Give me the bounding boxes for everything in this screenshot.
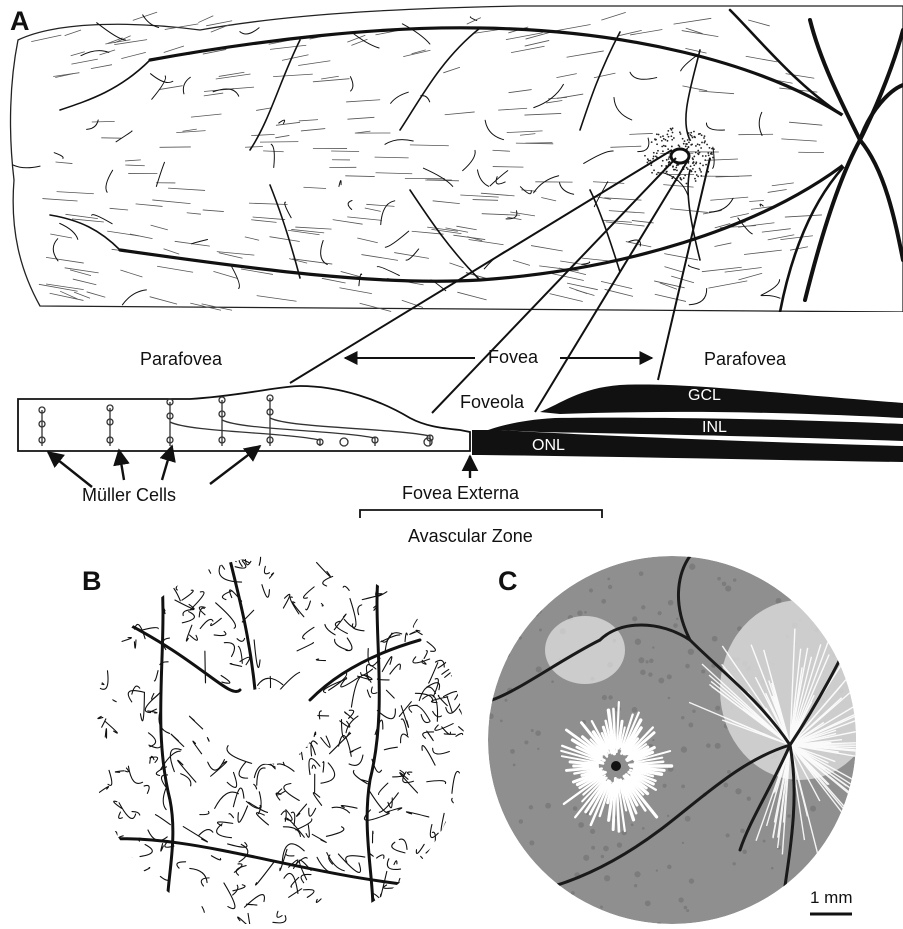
label-parafovea-left: Parafovea bbox=[140, 349, 222, 370]
scale-bar-label: 1 mm bbox=[810, 888, 853, 908]
avascular-bracket bbox=[360, 510, 602, 518]
label-fovea-externa: Fovea Externa bbox=[402, 483, 519, 504]
fundus-painting bbox=[488, 555, 903, 924]
avascular-zone-b bbox=[222, 688, 314, 764]
panel-letter-a: A bbox=[10, 6, 30, 37]
label-gcl: GCL bbox=[688, 387, 721, 405]
retina-profile-left bbox=[18, 386, 470, 451]
gcl-layer bbox=[540, 384, 903, 418]
label-inl: INL bbox=[702, 419, 727, 437]
panel-letter-c: C bbox=[498, 566, 518, 597]
label-onl: ONL bbox=[532, 437, 565, 455]
retina-drawing bbox=[11, 6, 903, 312]
capillary-network bbox=[85, 545, 483, 924]
label-avascular-zone: Avascular Zone bbox=[408, 526, 533, 547]
label-foveola: Foveola bbox=[460, 392, 524, 413]
label-muller-cells: Müller Cells bbox=[82, 485, 176, 506]
panel-letter-b: B bbox=[82, 566, 102, 597]
label-fovea: Fovea bbox=[488, 347, 538, 368]
macular-center bbox=[611, 761, 621, 771]
label-parafovea-right: Parafovea bbox=[704, 349, 786, 370]
